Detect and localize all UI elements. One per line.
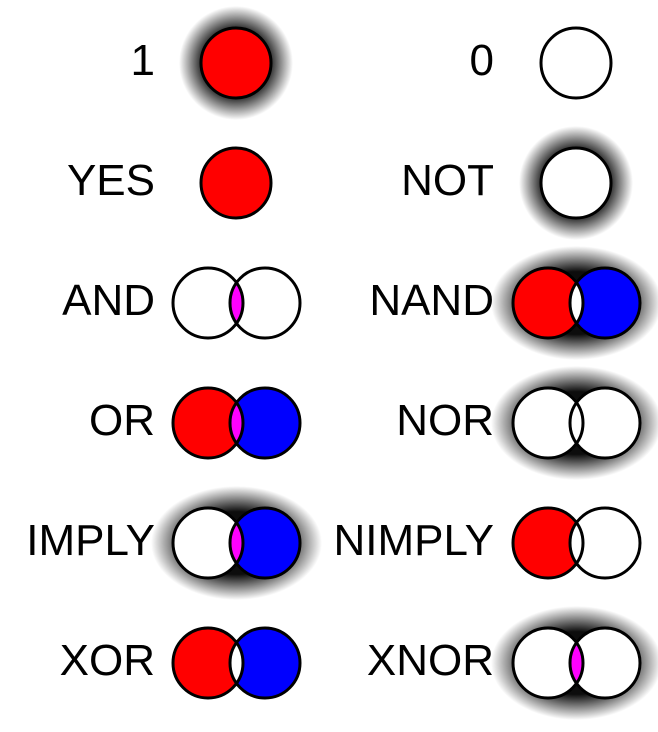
gate-icon-and-venn-diagram-icon xyxy=(139,234,334,372)
gate-icon-nand-venn-diagram-icon xyxy=(479,234,658,372)
gate-label-xnor: XNOR xyxy=(367,639,494,683)
gate-icon-not-circle-icon xyxy=(507,114,645,252)
gate-icon-or-venn-diagram-icon xyxy=(139,354,334,492)
gate-label-not: NOT xyxy=(401,159,494,203)
gate-icon-imply-venn-diagram-icon xyxy=(139,474,334,612)
gate-icon-xor-venn-diagram-icon xyxy=(139,594,334,732)
gate-label-imply: IMPLY xyxy=(26,519,155,563)
gate-icon-nimply-venn-diagram-icon xyxy=(479,474,658,612)
gate-label-nand: NAND xyxy=(369,279,494,323)
set-a-circle xyxy=(541,148,611,218)
gate-icon-zero-circle-icon xyxy=(507,0,645,132)
gate-icon-nor-venn-diagram-icon xyxy=(479,354,658,492)
gate-label-yes: YES xyxy=(67,159,155,203)
set-a-circle xyxy=(201,28,271,98)
set-a-circle xyxy=(541,28,611,98)
gate-icon-one-circle-icon xyxy=(167,0,305,132)
gate-label-one: 1 xyxy=(131,39,155,83)
gate-label-nimply: NIMPLY xyxy=(333,519,494,563)
gate-icon-xnor-venn-diagram-icon xyxy=(479,594,658,732)
gate-icon-yes-circle-icon xyxy=(167,114,305,252)
set-a-circle xyxy=(201,148,271,218)
gate-label-zero: 0 xyxy=(470,39,494,83)
